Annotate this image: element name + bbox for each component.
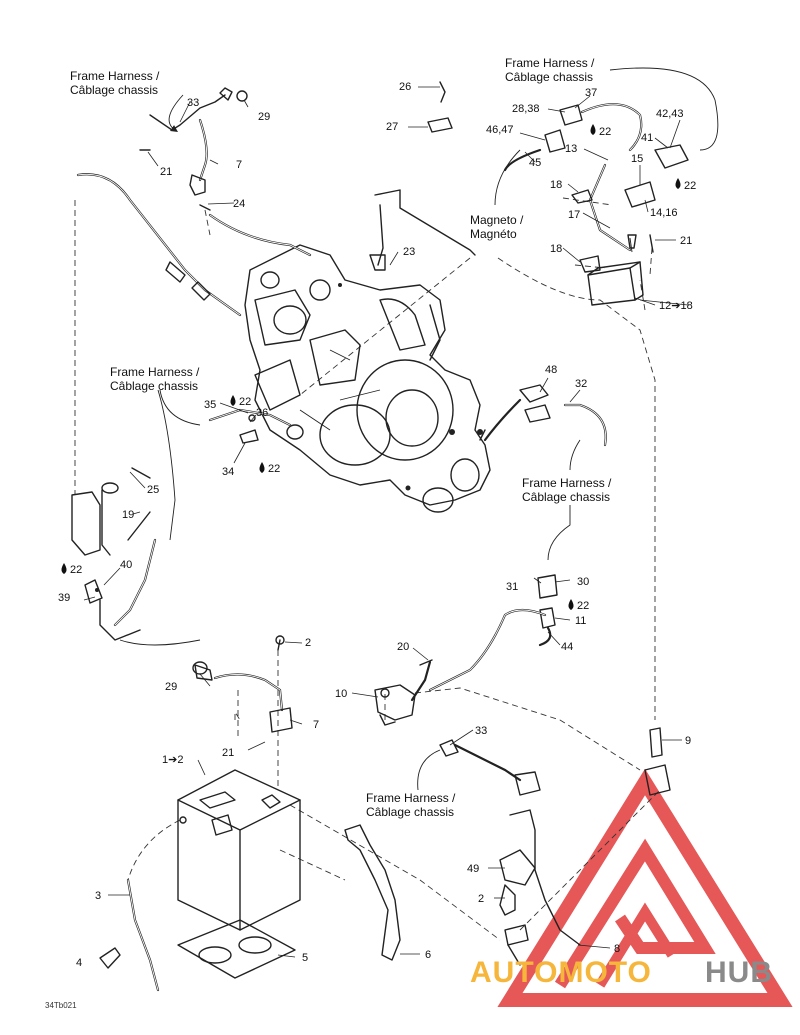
harness-arrows xyxy=(119,67,719,791)
harness-label-bottom: Câblage chassis xyxy=(366,805,454,819)
callout-3: 3 xyxy=(95,890,101,902)
callout-numbers: 1➔2 2 2 3 4 5 6 7 7 8 9 10 11 12➔18 13 1… xyxy=(58,81,693,969)
callout-39: 39 xyxy=(58,592,70,604)
callout-36: 36 xyxy=(256,407,268,419)
sealant-number: 22 xyxy=(268,463,280,475)
watermark-text-hub: HUB xyxy=(705,956,773,989)
callout-2: 2 xyxy=(305,637,311,649)
callout-27: 27 xyxy=(386,121,398,133)
callout-9: 9 xyxy=(685,735,691,747)
callout-7: 7 xyxy=(236,159,242,171)
callout-33: 33 xyxy=(187,97,199,109)
mid-left-harness xyxy=(208,408,292,444)
starter-solenoid xyxy=(374,659,541,796)
callout-48: 48 xyxy=(545,364,557,376)
top-left-harness xyxy=(139,87,312,257)
sealant-drop-icon xyxy=(61,563,67,574)
magneto-label: Magneto / xyxy=(470,213,524,227)
callout-7: 7 xyxy=(313,719,319,731)
callout-40: 40 xyxy=(120,559,132,571)
callout-21: 21 xyxy=(680,235,692,247)
callout-18: 18 xyxy=(550,179,562,191)
ignition-coil-cables xyxy=(71,173,242,641)
leader-lines xyxy=(83,86,689,958)
callout-6: 6 xyxy=(425,949,431,961)
callout-31: 31 xyxy=(506,581,518,593)
callout-15: 15 xyxy=(631,153,643,165)
callout-14: 14,16 xyxy=(650,207,678,219)
callout-2: 2 xyxy=(478,893,484,905)
callout-8: 8 xyxy=(614,943,620,955)
callout-49: 49 xyxy=(467,863,479,875)
callout-11: 11 xyxy=(575,615,586,627)
harness-label-top-left: Câblage chassis xyxy=(70,83,158,97)
battery-cables xyxy=(99,635,671,992)
callout-4: 4 xyxy=(76,957,82,969)
callout-29: 29 xyxy=(165,681,177,693)
harness-labels: Frame Harness / Câblage chassis Frame Ha… xyxy=(70,56,612,819)
harness-label-mid-right: Câblage chassis xyxy=(522,490,610,504)
magneto-label: Magnéto xyxy=(470,227,517,241)
callout-18: 18 xyxy=(550,243,562,255)
sealant-drop-icon xyxy=(259,462,265,473)
callout-44: 44 xyxy=(561,641,573,653)
sealant-number: 22 xyxy=(684,180,696,192)
callout-33: 33 xyxy=(475,725,487,737)
sealant-drop-icon xyxy=(590,124,596,135)
watermark-text: AUTOMOTO HUB xyxy=(470,956,773,989)
sealant-number: 22 xyxy=(599,126,611,138)
callout-32: 32 xyxy=(575,378,587,390)
sealant-number: 22 xyxy=(239,396,251,408)
callout-17: 17 xyxy=(568,209,580,221)
callout-28: 28,38 xyxy=(512,103,540,115)
callout-12: 12➔18 xyxy=(659,300,693,312)
sealant-number: 22 xyxy=(577,600,589,612)
callout-20: 20 xyxy=(397,641,409,653)
callout-45: 45 xyxy=(529,157,541,169)
sealant-numbers: 22 22 22 22 22 22 xyxy=(70,126,696,612)
callout-35: 35 xyxy=(204,399,216,411)
sealant-drop-icon xyxy=(230,395,236,406)
harness-label-bottom: Frame Harness / xyxy=(366,791,456,805)
callout-21: 21 xyxy=(222,747,234,759)
callout-24: 24 xyxy=(233,198,245,210)
callout-46: 46,47 xyxy=(486,124,514,136)
callout-21: 21 xyxy=(160,166,172,178)
sealant-drop-icon xyxy=(675,178,681,189)
callout-19: 19 xyxy=(122,509,134,521)
callout-41: 41 xyxy=(641,132,653,144)
harness-label-top-left: Frame Harness / xyxy=(70,69,160,83)
callout-29: 29 xyxy=(258,111,270,123)
callout-13: 13 xyxy=(565,143,577,155)
harness-label-mid-left: Frame Harness / xyxy=(110,365,200,379)
top-right-harness xyxy=(427,81,689,306)
sealant-drop-icon xyxy=(568,599,574,610)
callout-42: 42,43 xyxy=(656,108,684,120)
battery xyxy=(177,769,301,979)
harness-label-top-right: Câblage chassis xyxy=(505,70,593,84)
callout-23: 23 xyxy=(403,246,415,258)
routing-lines xyxy=(74,197,661,941)
callout-37: 37 xyxy=(585,87,597,99)
callout-25: 25 xyxy=(147,484,159,496)
engine-assembly xyxy=(244,189,491,513)
harness-label-mid-left: Câblage chassis xyxy=(110,379,198,393)
watermark-text-automoto: AUTOMOTO xyxy=(470,956,652,989)
harness-label-top-right: Frame Harness / xyxy=(505,56,595,70)
watermark-logo xyxy=(497,768,793,1007)
callout-34: 34 xyxy=(222,466,234,478)
mid-right-wires xyxy=(428,384,607,692)
callout-30: 30 xyxy=(577,576,589,588)
harness-label-mid-right: Frame Harness / xyxy=(522,476,612,490)
callout-26: 26 xyxy=(399,81,411,93)
sealant-number: 22 xyxy=(70,564,82,576)
sealant-drop-icons xyxy=(61,124,681,610)
figure-reference: 34Tb021 xyxy=(45,1001,77,1010)
callout-5: 5 xyxy=(302,952,308,964)
callout-10: 10 xyxy=(335,688,347,700)
callout-1: 1➔2 xyxy=(162,754,183,766)
